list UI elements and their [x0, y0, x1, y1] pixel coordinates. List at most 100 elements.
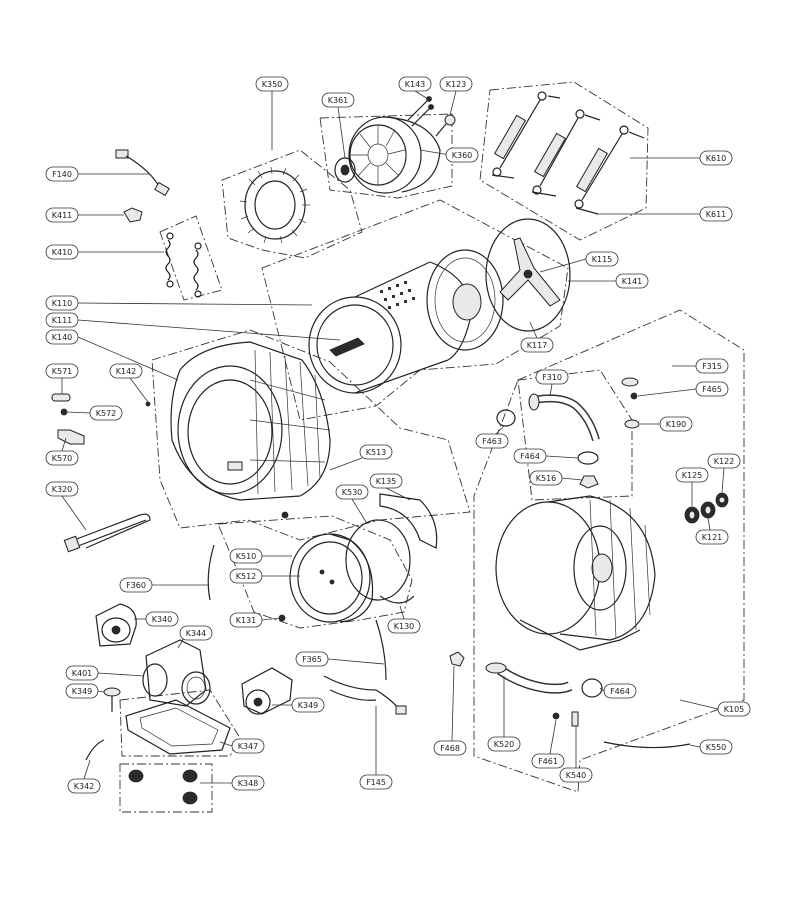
- part-label-text: F461: [538, 757, 558, 766]
- fitting-k190-part: [624, 419, 640, 429]
- part-label-text: K411: [52, 211, 73, 220]
- leader-k123: [449, 90, 457, 116]
- part-label-k130: K130: [387, 618, 421, 634]
- drum-group-outline: [261, 199, 569, 421]
- fastener-part: [103, 687, 121, 712]
- leader-k572: [66, 411, 91, 414]
- part-label-text: K190: [666, 420, 687, 429]
- part-label-pill: [67, 778, 101, 794]
- part-label-pill: [707, 453, 741, 469]
- leader-k342: [83, 759, 91, 780]
- part-label-text: K513: [366, 448, 387, 457]
- part-label-text: K141: [622, 277, 643, 286]
- clamp-f464-part: [577, 451, 599, 465]
- pump-feet-outline: [119, 763, 213, 813]
- leader-k110: [77, 302, 313, 306]
- clamp-f464-lower-part: [581, 678, 603, 698]
- bolt-part: [407, 96, 456, 137]
- leader-k550: [689, 744, 701, 748]
- part-label-k121: K121: [695, 529, 729, 545]
- part-label-k122: K122: [707, 453, 741, 469]
- part-label-k190: K190: [659, 416, 693, 432]
- part-label-k349a: K349: [65, 683, 99, 699]
- part-label-text: K131: [236, 616, 257, 625]
- clamp-f463-part: [496, 409, 516, 427]
- part-label-pill: [295, 651, 329, 667]
- leader-k115: [539, 258, 587, 273]
- part-label-text: F360: [126, 581, 146, 590]
- part-label-text: K135: [376, 477, 397, 486]
- part-label-pill: [145, 611, 179, 627]
- part-label-text: K344: [186, 629, 207, 638]
- part-label-pill: [119, 577, 153, 593]
- part-label-k125: K125: [675, 467, 709, 483]
- drain-pump-part: [95, 603, 137, 647]
- part-label-f360: F360: [119, 577, 153, 593]
- part-label-text: K520: [494, 740, 515, 749]
- part-label-text: K130: [394, 622, 415, 631]
- part-label-pill: [529, 470, 563, 486]
- part-label-pill: [229, 568, 263, 584]
- part-label-text: F464: [520, 452, 540, 461]
- shock-absorber-outline: [479, 81, 649, 241]
- part-label-pill: [335, 484, 369, 500]
- part-label-text: K110: [52, 299, 73, 308]
- part-label-pill: [291, 697, 325, 713]
- part-label-f464b: F464: [603, 683, 637, 699]
- part-label-k411: K411: [45, 207, 79, 223]
- wire-harness-part: [115, 149, 170, 197]
- part-label-pill: [695, 529, 729, 545]
- part-label-k401: K401: [65, 665, 99, 681]
- part-label-k342: K342: [67, 778, 101, 794]
- leader-k513: [329, 457, 363, 471]
- part-label-pill: [179, 625, 213, 641]
- part-label-text: K340: [152, 615, 173, 624]
- leader-k347: [219, 741, 233, 747]
- part-label-k344: K344: [179, 625, 213, 641]
- part-label-pill: [699, 206, 733, 222]
- clip-part: [123, 207, 143, 223]
- part-label-k530: K530: [335, 484, 369, 500]
- part-label-pill: [65, 683, 99, 699]
- part-label-pill: [695, 381, 729, 397]
- wire-k342-part: [85, 739, 105, 761]
- part-label-pill: [45, 244, 79, 260]
- part-label-pill: [433, 740, 467, 756]
- part-label-text: F464: [610, 687, 630, 696]
- part-label-pill: [45, 481, 79, 497]
- part-label-pill: [321, 92, 355, 108]
- part-label-pill: [487, 736, 521, 752]
- part-label-pill: [699, 739, 733, 755]
- part-label-pill: [45, 329, 79, 345]
- part-label-text: K570: [52, 454, 73, 463]
- part-label-text: K117: [527, 341, 548, 350]
- part-label-f145: F145: [359, 774, 393, 790]
- part-label-pill: [659, 416, 693, 432]
- part-label-pill: [229, 612, 263, 628]
- leader-k117: [529, 321, 538, 339]
- part-label-text: K512: [236, 572, 257, 581]
- leader-k349a: [97, 690, 105, 693]
- leader-k516: [561, 477, 583, 481]
- bearing-part: [684, 492, 729, 524]
- leader-lines: [61, 90, 725, 784]
- leader-k135: [385, 487, 411, 501]
- front-tub-part: [170, 341, 331, 501]
- leader-k131: [261, 617, 281, 621]
- part-label-f463: F463: [475, 433, 509, 449]
- part-label-pill: [531, 753, 565, 769]
- part-label-f461: F461: [531, 753, 565, 769]
- part-label-k349b: K349: [291, 697, 325, 713]
- hose-f315-part: [621, 337, 676, 387]
- leader-f464b: [599, 687, 605, 692]
- shock-absorber-part: [491, 91, 645, 215]
- part-label-pill: [89, 405, 123, 421]
- part-label-text: F365: [302, 655, 322, 664]
- part-label-pill: [475, 433, 509, 449]
- leader-k344: [177, 637, 185, 649]
- part-label-f310: F310: [535, 369, 569, 385]
- part-label-text: K121: [702, 533, 723, 542]
